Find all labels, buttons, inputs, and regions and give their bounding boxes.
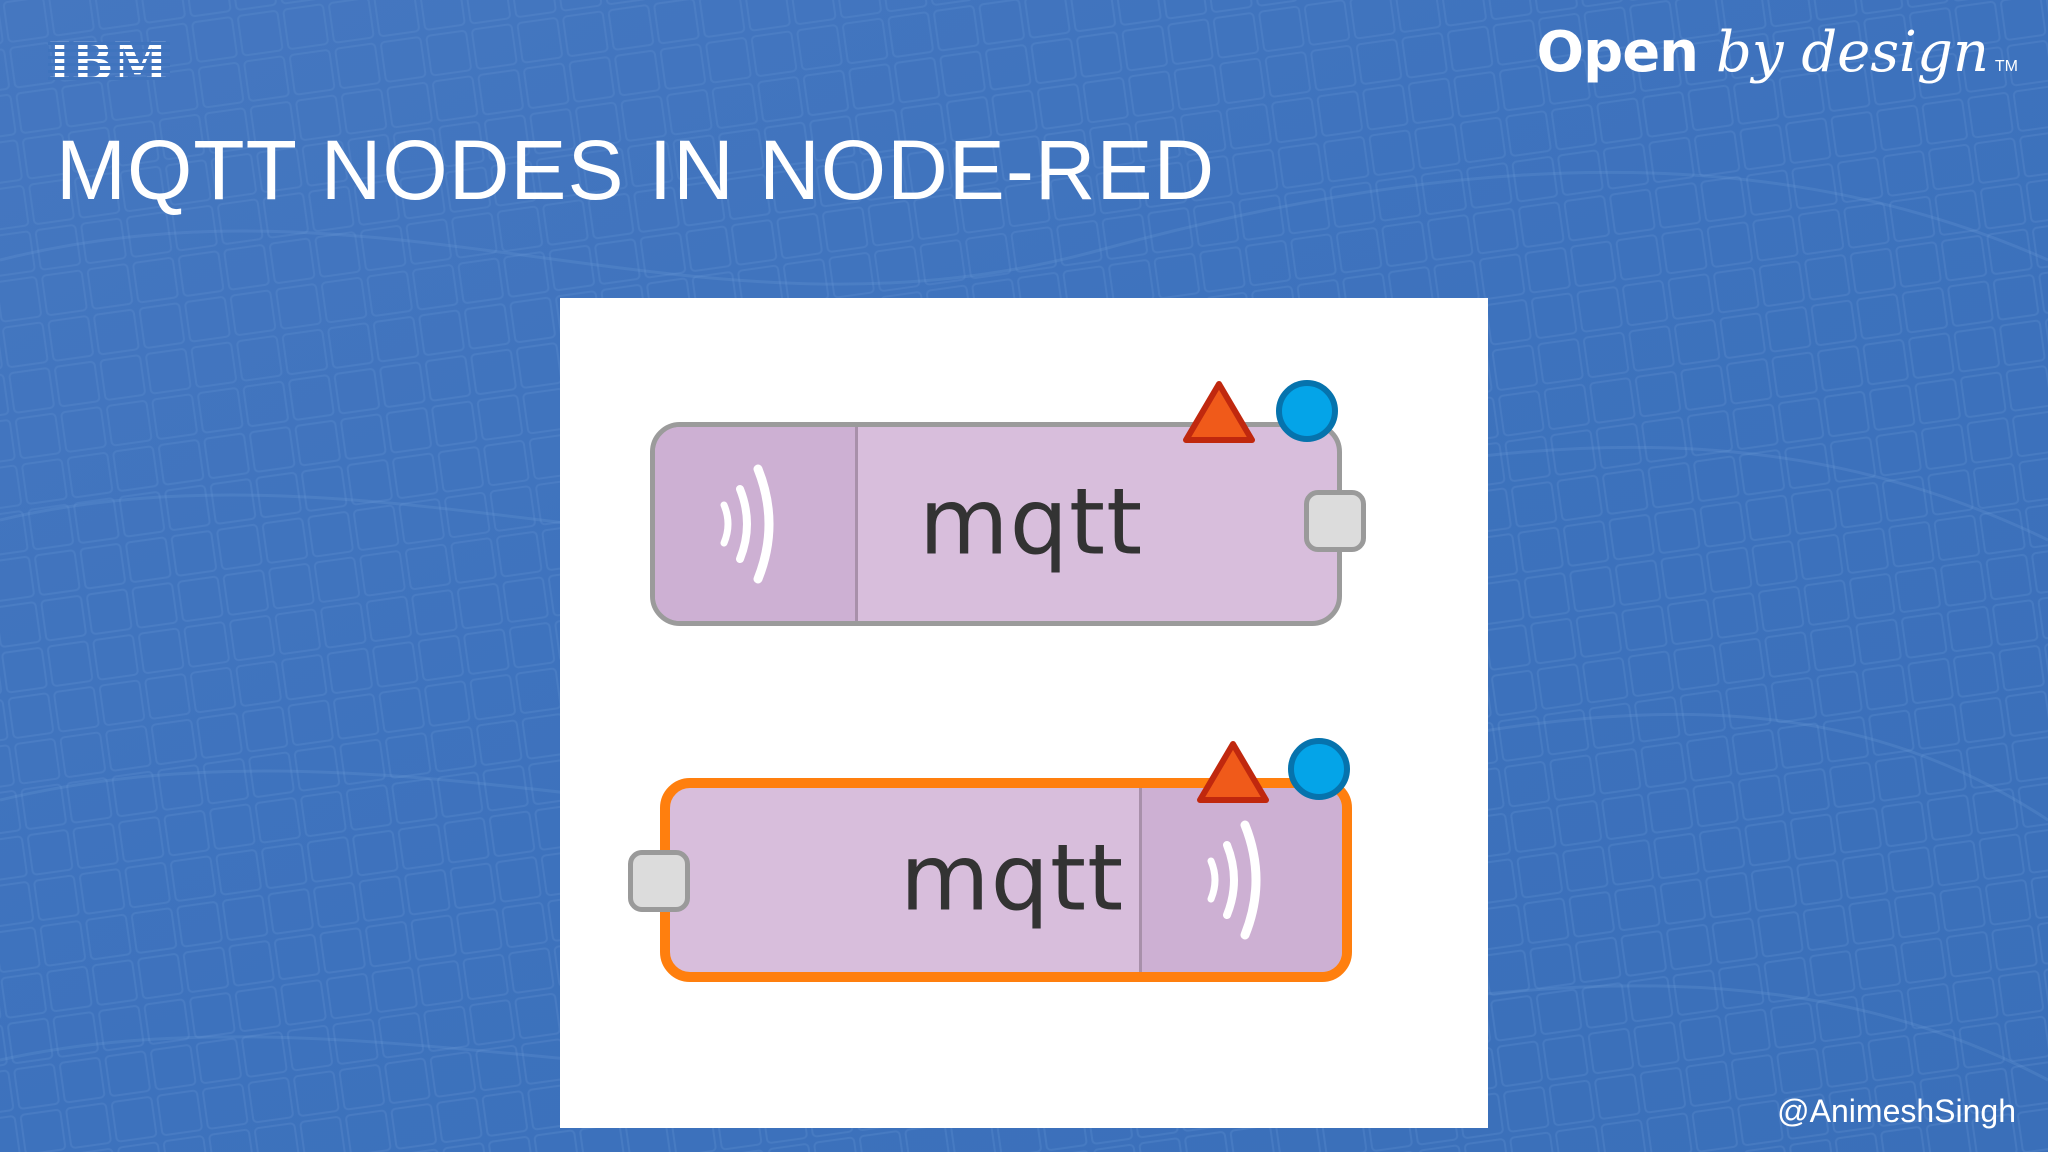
author-handle: @AnimeshSingh xyxy=(1777,1093,2016,1129)
brand-trademark: TM xyxy=(1994,58,2018,75)
open-by-design-brand: Open by design TM xyxy=(1537,20,2019,100)
brand-open-text: Open xyxy=(1536,20,1700,85)
warning-triangle-icon xyxy=(1183,381,1255,443)
changed-status-dot xyxy=(1276,380,1338,442)
mqtt-out-node-label: mqtt xyxy=(900,824,1125,932)
mqtt-in-node-label: mqtt xyxy=(919,468,1144,576)
radio-waves-icon xyxy=(1207,820,1261,940)
slide-title: MQTT NODES IN NODE-RED xyxy=(56,123,1216,217)
ibm-logo: IBM xyxy=(48,36,170,86)
changed-status-dot xyxy=(1288,738,1350,800)
mqtt-in-output-port[interactable] xyxy=(1304,490,1366,552)
warning-triangle-icon xyxy=(1197,741,1269,803)
radio-waves-icon xyxy=(720,464,774,584)
mqtt-in-node[interactable]: mqtt xyxy=(650,422,1342,626)
brand-tagline-text: by design xyxy=(1716,20,1989,85)
mqtt-out-icon-pane xyxy=(1139,788,1342,972)
mqtt-out-node[interactable]: mqtt xyxy=(660,778,1352,982)
mqtt-in-icon-pane xyxy=(655,427,858,621)
mqtt-out-input-port[interactable] xyxy=(628,850,690,912)
node-red-canvas-screenshot: mqtt mqtt xyxy=(560,298,1488,1128)
